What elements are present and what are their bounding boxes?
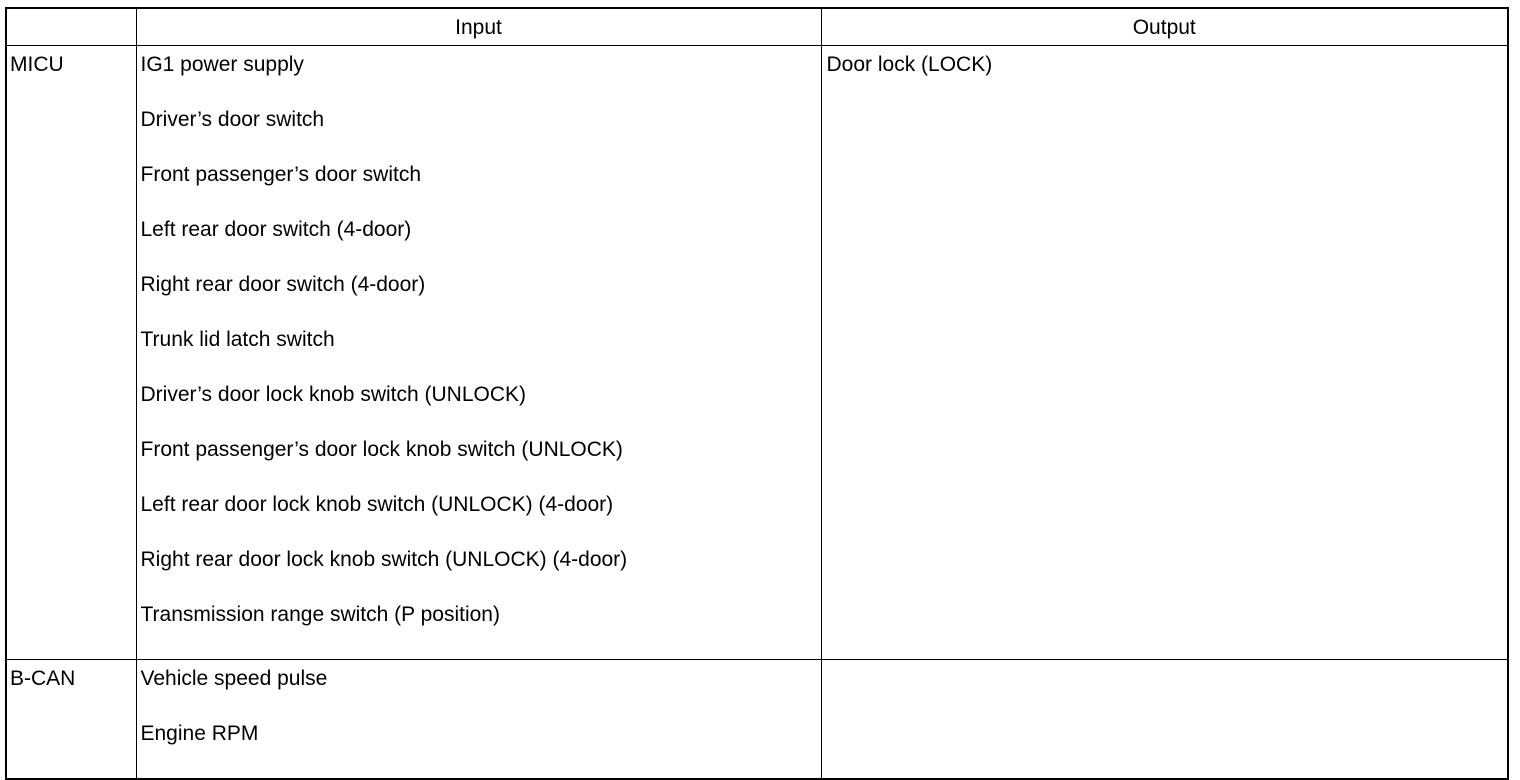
input-item: Vehicle speed pulse — [140, 667, 328, 690]
output-item: Door lock (LOCK) — [826, 53, 993, 76]
output-cell — [820, 659, 1509, 780]
input-item: Left rear door lock knob switch (UNLOCK)… — [140, 493, 614, 516]
input-item: Driver’s door switch — [140, 108, 325, 131]
input-item: Right rear door switch (4-door) — [140, 273, 426, 296]
input-item: Right rear door lock knob switch (UNLOCK… — [140, 548, 628, 571]
header-input: Input — [135, 7, 822, 46]
input-item: Front passenger’s door switch — [140, 163, 422, 186]
input-item: IG1 power supply — [140, 53, 304, 76]
input-item: Engine RPM — [140, 722, 259, 745]
table-row-bcan: B-CAN Vehicle speed pulse Engine RPM — [5, 659, 1509, 780]
input-item: Trunk lid latch switch — [140, 328, 335, 351]
input-item: Front passenger’s door lock knob switch … — [140, 438, 623, 461]
header-row: Input Output — [5, 7, 1509, 46]
input-item: Driver’s door lock knob switch (UNLOCK) — [140, 383, 527, 406]
input-cell: IG1 power supply Driver’s door switch Fr… — [135, 45, 822, 660]
source-cell: B-CAN — [5, 659, 137, 780]
input-list: IG1 power supply Driver’s door switch Fr… — [141, 54, 821, 659]
header-blank-cell — [5, 7, 137, 46]
input-item: Transmission range switch (P position) — [140, 603, 500, 626]
output-cell: Door lock (LOCK) — [820, 45, 1509, 660]
output-list: Door lock (LOCK) — [827, 54, 1508, 109]
io-table: Input Output MICU IG1 power supply Drive… — [5, 7, 1509, 780]
input-item: Left rear door switch (4-door) — [140, 218, 412, 241]
source-cell: MICU — [5, 45, 137, 660]
input-cell: Vehicle speed pulse Engine RPM — [135, 659, 822, 780]
header-output: Output — [820, 7, 1509, 46]
table-row-micu: MICU IG1 power supply Driver’s door swit… — [5, 45, 1509, 660]
input-list: Vehicle speed pulse Engine RPM — [141, 668, 821, 778]
